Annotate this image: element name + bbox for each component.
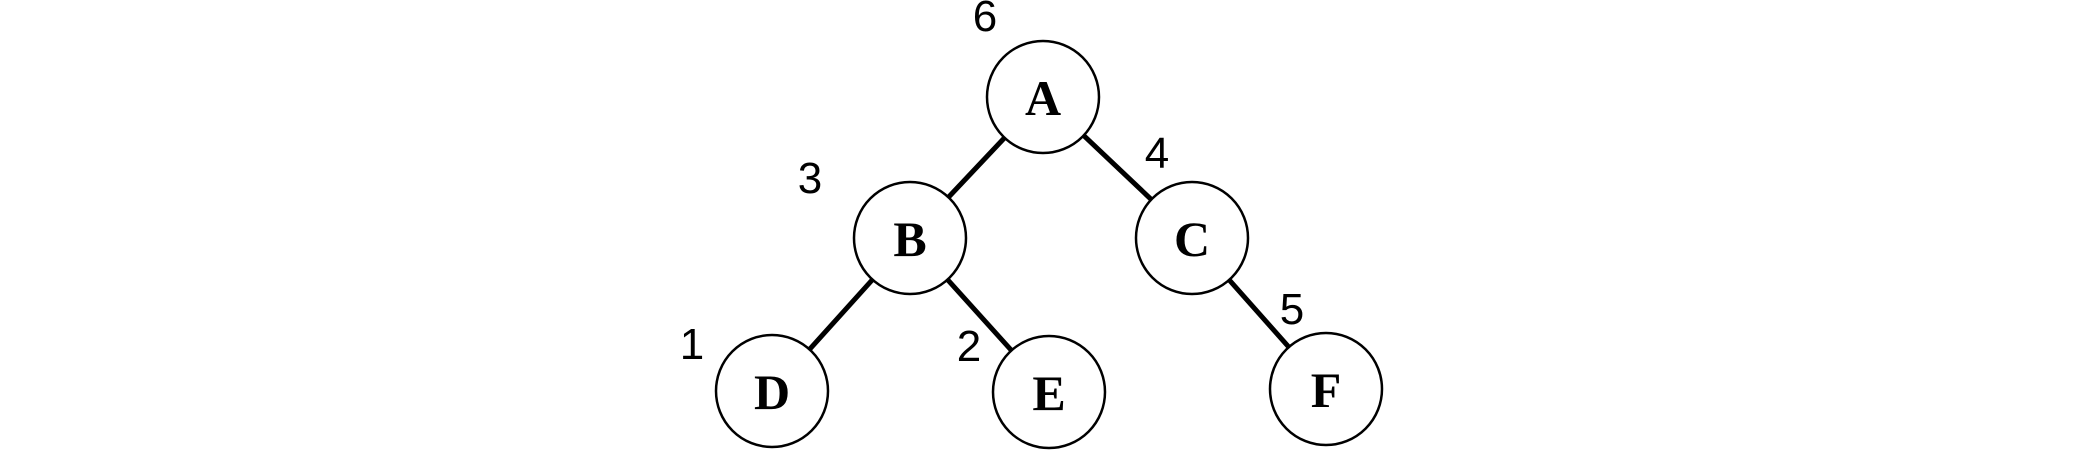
node-A-circle <box>985 39 1101 155</box>
node-D-number: 1 <box>680 320 704 369</box>
node-E-number: 2 <box>957 322 981 371</box>
node-A-label: A <box>1025 70 1061 126</box>
node-D-label: D <box>754 364 790 420</box>
node-F-number: 5 <box>1280 285 1304 334</box>
node-C-label: C <box>1174 211 1210 267</box>
node-F-circle <box>1268 331 1384 447</box>
node-B-label: B <box>893 211 926 267</box>
node-E-label: E <box>1032 365 1065 421</box>
node-F-label: F <box>1311 362 1342 418</box>
node-A-number: 6 <box>973 0 997 41</box>
node-D-circle <box>714 333 830 449</box>
node-E-circle <box>991 334 1107 450</box>
node-C-number: 4 <box>1145 129 1169 178</box>
node-B-number: 3 <box>798 154 822 203</box>
node-B-circle <box>852 180 968 296</box>
node-C-circle <box>1134 180 1250 296</box>
